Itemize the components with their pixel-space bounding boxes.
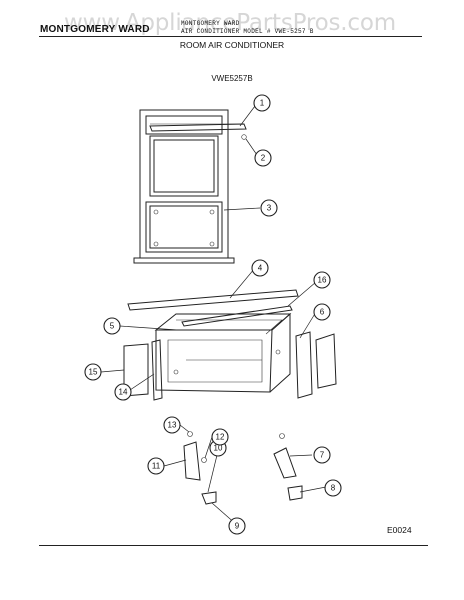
svg-text:12: 12	[216, 433, 225, 442]
svg-text:4: 4	[258, 264, 263, 273]
footer-rule	[39, 545, 428, 546]
callout-6: 6	[313, 303, 331, 321]
typed-model-line: AIR CONDITIONER MODEL # VWE-5257 B	[181, 28, 314, 35]
support-bracket-left	[183, 441, 201, 481]
bracket-foot-left	[201, 491, 217, 505]
svg-text:1: 1	[260, 99, 265, 108]
callout-12: 12	[211, 428, 229, 446]
sill-strip	[127, 289, 299, 311]
screw-2	[241, 134, 247, 140]
diagram-title: ROOM AIR CONDITIONER	[179, 40, 285, 50]
leader-lines	[100, 105, 327, 526]
callout-5: 5	[103, 317, 121, 335]
diagram-code: E0024	[387, 525, 412, 535]
side-panel-right	[295, 331, 313, 399]
callout-15: 15	[84, 363, 102, 381]
callout-3: 3	[260, 199, 278, 217]
svg-text:2: 2	[261, 154, 266, 163]
callout-2: 2	[254, 149, 272, 167]
callout-16: 16	[313, 271, 331, 289]
svg-text:10: 10	[214, 444, 223, 453]
top-rail	[149, 123, 247, 132]
svg-text:13: 13	[168, 421, 177, 430]
support-bracket-right	[273, 447, 297, 479]
model-number: VWE5257B	[211, 74, 253, 83]
svg-text:15: 15	[89, 368, 98, 377]
callout-8: 8	[324, 479, 342, 497]
brand-name: MONTGOMERY WARD	[40, 24, 150, 35]
screw-right	[279, 433, 285, 439]
svg-text:8: 8	[331, 484, 336, 493]
svg-text:16: 16	[318, 276, 327, 285]
svg-text:14: 14	[119, 388, 128, 397]
watermark: www.AppliancePartsPros.com	[64, 10, 396, 36]
bracket-foot-right	[287, 485, 303, 501]
side-curtain-left	[123, 343, 149, 397]
side-curtain-right	[315, 333, 337, 389]
window-frame	[133, 109, 244, 264]
svg-text:3: 3	[267, 204, 272, 213]
callout-4: 4	[251, 259, 269, 277]
typed-brand-line: MONTGOMERY WARD	[181, 20, 240, 27]
callout-11: 11	[147, 457, 165, 475]
header-rule	[39, 36, 422, 37]
gasket	[181, 305, 293, 327]
cabinet	[154, 312, 292, 393]
svg-text:7: 7	[320, 451, 325, 460]
callout-13: 13	[163, 416, 181, 434]
screw-13	[187, 431, 193, 437]
screw-12	[201, 457, 207, 463]
svg-text:11: 11	[152, 462, 161, 471]
svg-text:6: 6	[320, 308, 325, 317]
callout-14: 14	[114, 383, 132, 401]
side-panel-left	[151, 339, 163, 401]
callout-7: 7	[313, 446, 331, 464]
svg-text:5: 5	[110, 322, 115, 331]
callout-9: 9	[228, 517, 246, 535]
svg-text:9: 9	[235, 522, 240, 531]
callout-1: 1	[253, 94, 271, 112]
